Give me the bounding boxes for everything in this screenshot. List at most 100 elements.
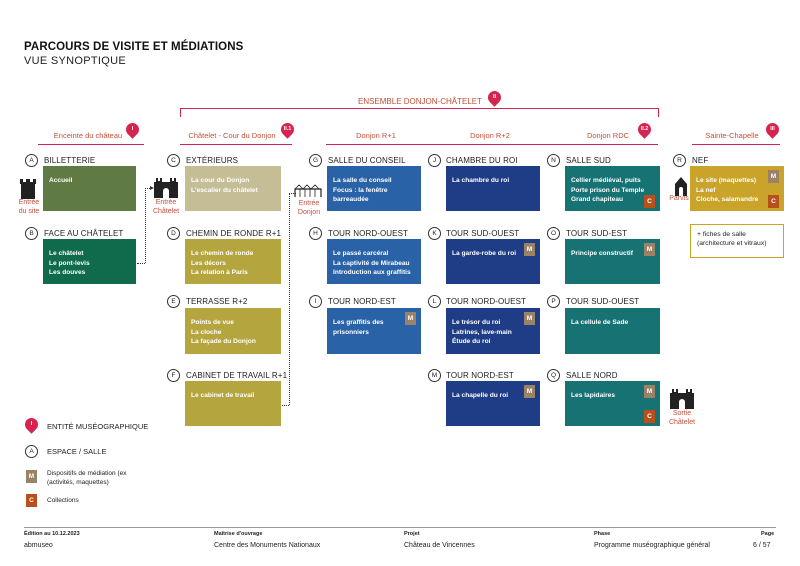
path-connector [137,263,145,264]
space-letter-o: O [547,227,560,240]
collection-tag: C [768,195,779,208]
space-box-r[interactable]: Le site (maquettes) La nef Cloche, salam… [690,166,784,211]
section-line-chapelle [692,144,780,145]
space-name-j: CHAMBRE DU ROI [446,156,518,165]
space-box-i[interactable]: Les graffitis des prisonniers M [327,308,421,354]
ensemble-pin: II [485,88,504,107]
space-name-d: CHEMIN DE RONDE R+1 [186,229,282,238]
mediation-tag: M [524,312,535,325]
space-name-k: TOUR SUD-OUEST [446,229,520,238]
footer-page-head: Page [761,531,775,537]
ensemble-bracket-right [658,108,659,117]
section-label-donjon-rdc: Donjon RDC [586,131,630,140]
note-fiches: + fiches de salle(architecture et vitrau… [690,224,784,258]
church-icon [675,177,687,196]
mediation-tag: M [524,243,535,256]
footer-rule [24,527,776,528]
legend-espace: ESPACE / SALLE [47,447,107,456]
space-letter-h: H [309,227,322,240]
mediation-tag: M [644,385,655,398]
space-letter-i: I [309,295,322,308]
footer-phase-head: Phase [594,531,611,537]
legend-mediation: Dispositifs de médiation (ex(activités, … [47,470,127,486]
space-letter-f: F [167,369,180,382]
space-letter-q: Q [547,369,560,382]
mediation-tag: M [644,243,655,256]
space-name-n: SALLE SUD [566,156,611,165]
path-connector [145,188,152,189]
legend-collections: Collections [47,497,79,504]
space-box-m[interactable]: La chapelle du roi M [446,381,540,426]
castle-icon [670,389,694,409]
space-box-e[interactable]: Points de vue La cloche La façade du Don… [185,308,281,354]
space-letter-l: L [428,295,441,308]
space-name-l: TOUR NORD-OUEST [446,297,527,306]
space-name-e: TERRASSE R+2 [186,297,248,306]
footer-page-value: 6 / 57 [753,542,771,549]
space-box-n[interactable]: Cellier médiéval, puits Porte prison du … [565,166,660,211]
page-subtitle: VUE SYNOPTIQUE [24,55,126,67]
path-connector [282,405,289,406]
space-box-f[interactable]: Le cabinet de travail [185,381,281,426]
legend-m-tag: M [26,470,37,483]
space-box-l[interactable]: Le trésor du roi Latrines, lave-main Étu… [446,308,540,354]
space-name-g: SALLE DU CONSEIL [328,156,406,165]
section-label-chatelet: Châtelet - Cour du Donjon [188,131,276,140]
footer-projet-head: Projet [404,531,420,537]
space-letter-j: J [428,154,441,167]
arrow-icon [150,185,154,190]
space-name-h: TOUR NORD-OUEST [328,229,409,238]
legend-c-tag: C [26,494,37,507]
space-box-b[interactable]: Le châtelet Le pont-levis Les douves [43,239,136,284]
space-box-h[interactable]: Le passé carcéral La captivité de Mirabe… [327,239,421,284]
section-line-enceinte [38,144,144,145]
tower-icon [20,179,36,199]
space-box-p[interactable]: La cellule de Sade [565,308,660,354]
space-letter-r: R [673,154,686,167]
space-letter-a: A [25,154,38,167]
path-connector [289,193,290,405]
bridge-icon [294,184,322,197]
mediation-tag: M [405,312,416,325]
space-name-r: NEF [692,156,709,165]
section-pin-enceinte: I [123,120,142,139]
ensemble-bracket-left [180,108,181,117]
space-name-q: SALLE NORD [566,371,618,380]
path-connector [289,193,296,194]
section-label-enceinte: Enceinte du château [53,131,123,140]
space-box-q[interactable]: Les lapidaires M C [565,381,660,426]
mediation-tag: M [768,170,779,183]
collection-tag: C [644,410,655,423]
space-box-k[interactable]: La garde-robe du roi M [446,239,540,284]
section-line-donjon [326,144,658,145]
space-box-c[interactable]: La cour du Donjon L'escalier du châtelet [185,166,281,211]
section-label-donjon-r1: Donjon R+1 [356,131,396,140]
section-label-chapelle: Sainte-Chapelle [705,131,759,140]
space-box-j[interactable]: La chambre du roi [446,166,540,211]
space-name-i: TOUR NORD-EST [328,297,396,306]
space-name-f: CABINET DE TRAVAIL R+1 [186,371,288,380]
mediation-tag: M [524,385,535,398]
ensemble-bracket [180,108,658,109]
space-letter-g: G [309,154,322,167]
space-letter-e: E [167,295,180,308]
legend-entite: ENTITÉ MUSÉOGRAPHIQUE [47,422,149,431]
space-letter-m: M [428,369,441,382]
space-letter-b: B [25,227,38,240]
space-box-g[interactable]: La salle du conseil Focus : la fenêtre b… [327,166,421,211]
space-letter-c: C [167,154,180,167]
space-name-o: TOUR SUD-EST [566,229,628,238]
page-title: PARCOURS DE VISITE ET MÉDIATIONS [24,41,244,53]
space-box-o[interactable]: Principe constructif M [565,239,660,284]
footer-edition: Édition au 10.12.2023 [24,531,80,537]
space-letter-p: P [547,295,560,308]
collection-tag: C [644,195,655,208]
section-pin-chatelet: II.1 [278,120,297,139]
space-box-d[interactable]: Le chemin de ronde Les décors La relatio… [185,239,281,284]
space-letter-n: N [547,154,560,167]
ensemble-label: ENSEMBLE DONJON-CHÂTELET [357,97,483,106]
space-box-a[interactable]: Accueil [43,166,136,211]
